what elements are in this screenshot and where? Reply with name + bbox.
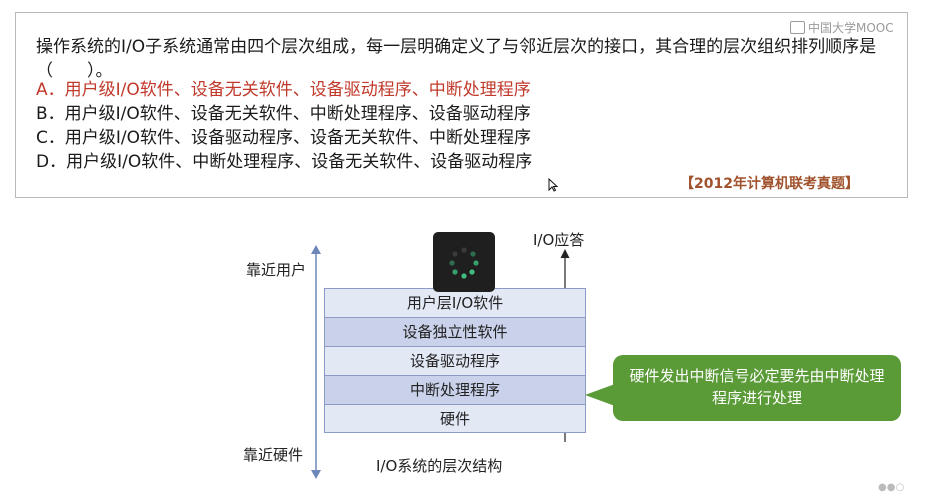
interrupt-callout: 硬件发出中断信号必定要先由中断处理程序进行处理	[613, 355, 901, 421]
mooc-watermark: 中国大学MOOC	[790, 19, 894, 36]
mooc-logo-icon	[790, 21, 805, 34]
option-c[interactable]: C．用户级I/O软件、设备驱动程序、设备无关软件、中断处理程序	[36, 128, 531, 148]
option-b[interactable]: B．用户级I/O软件、设备无关软件、中断处理程序、设备驱动程序	[36, 104, 531, 124]
near-hardware-label: 靠近硬件	[243, 446, 304, 464]
layer-hardware: 硬件	[324, 404, 586, 433]
loading-spinner	[433, 232, 495, 292]
user-hardware-axis-arrow	[311, 245, 321, 479]
layer-interrupt-handler: 中断处理程序	[324, 375, 586, 404]
question-text: 操作系统的I/O子系统通常由四个层次组成，每一层明确定义了与邻近层次的接口，其合…	[36, 37, 877, 81]
layer-user-io-software: 用户层I/O软件	[324, 288, 586, 317]
loading-spinner-icon	[449, 247, 479, 279]
question-panel: 操作系统的I/O子系统通常由四个层次组成，每一层明确定义了与邻近层次的接口，其合…	[15, 12, 908, 198]
mouse-cursor-icon	[548, 178, 558, 192]
question-source: 【2012年计算机联考真题】	[680, 176, 859, 192]
callout-pointer	[585, 384, 615, 406]
option-d[interactable]: D．用户级I/O软件、中断处理程序、设备无关软件、设备驱动程序	[36, 152, 533, 172]
corner-decoration: ●●○	[878, 482, 905, 493]
layer-device-independent-software: 设备独立性软件	[324, 317, 586, 346]
io-layer-stack: 用户层I/O软件 设备独立性软件 设备驱动程序 中断处理程序 硬件	[324, 288, 586, 433]
io-response-label: I/O应答	[533, 231, 585, 249]
layer-device-driver: 设备驱动程序	[324, 346, 586, 375]
option-a[interactable]: A．用户级I/O软件、设备无关软件、设备驱动程序、中断处理程序	[36, 80, 531, 100]
diagram-caption: I/O系统的层次结构	[376, 457, 503, 475]
watermark-text: 中国大学MOOC	[808, 21, 894, 35]
near-user-label: 靠近用户	[246, 261, 307, 279]
